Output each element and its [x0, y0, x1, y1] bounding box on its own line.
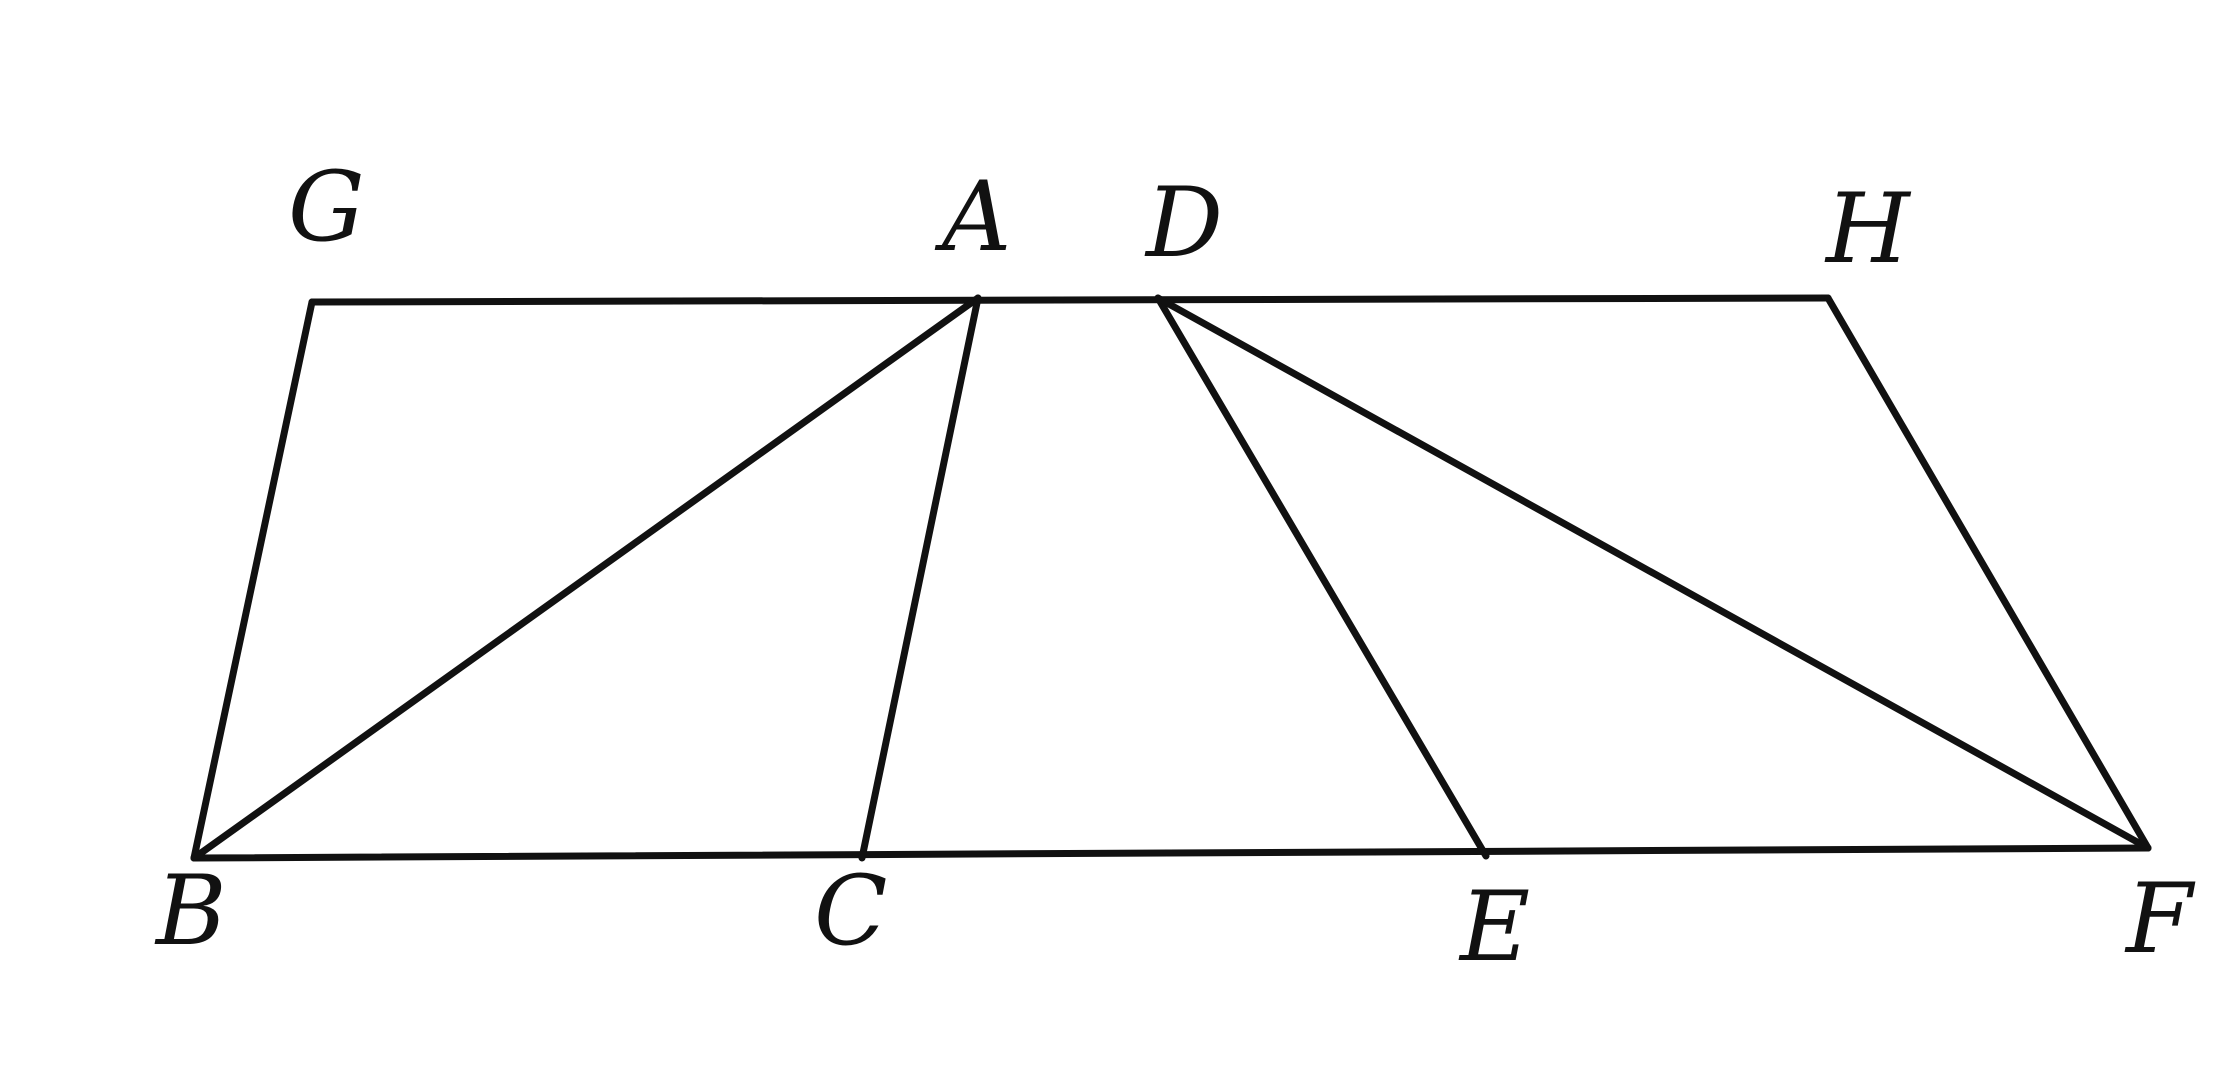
segment-ac [858, 294, 982, 862]
point-label-h: H [1824, 173, 1912, 285]
segment-ab [190, 294, 982, 862]
diagram-labels: G A D H B C E F [154, 151, 2196, 983]
diagram-edges [190, 294, 2152, 862]
segment-gb [190, 298, 316, 862]
point-label-g: G [288, 151, 365, 263]
point-label-a: A [934, 161, 1011, 273]
point-label-d: D [1144, 167, 1223, 279]
point-label-c: C [814, 855, 887, 967]
segment-bf [190, 844, 2152, 862]
segment-de [1154, 294, 1490, 860]
point-label-e: E [1458, 871, 1530, 983]
segment-gh [308, 294, 1832, 306]
point-label-f: F [2124, 863, 2196, 975]
point-label-b: B [154, 855, 227, 967]
segment-df [1154, 294, 2152, 852]
segment-hf [1824, 294, 2152, 852]
